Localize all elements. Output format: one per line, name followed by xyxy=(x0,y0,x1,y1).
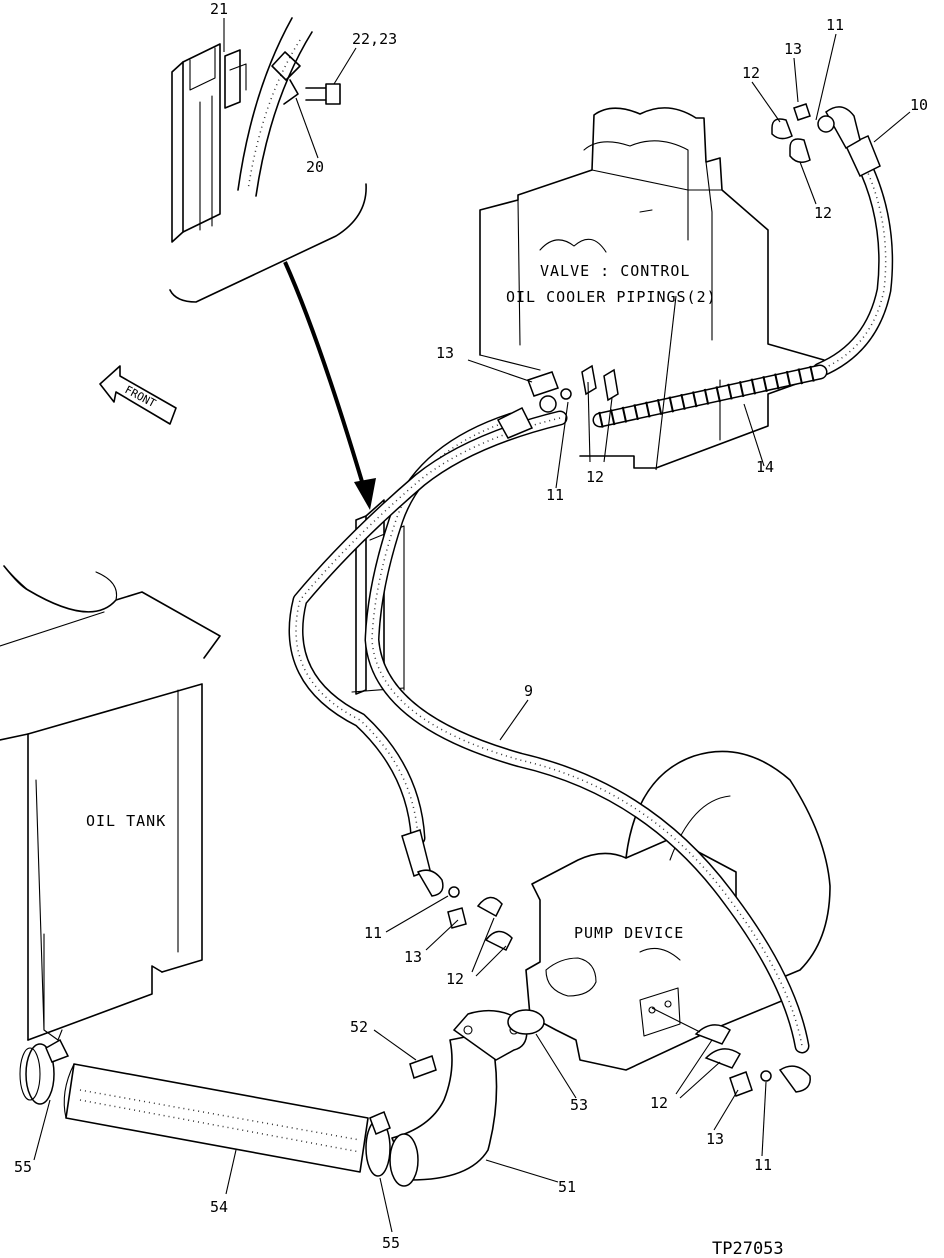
oring-11-bottom-icon xyxy=(760,1070,772,1082)
callout-11-top: 11 xyxy=(826,16,844,34)
callout-13-left: 13 xyxy=(404,948,422,966)
elbow-51 xyxy=(389,1009,528,1187)
callout-55-bottom: 55 xyxy=(382,1234,400,1252)
flange-12-bottom-icon xyxy=(694,1024,731,1045)
oil-tank-label: OIL TANK xyxy=(86,812,166,830)
bolt-52-icon xyxy=(409,1055,437,1079)
callout-12-left: 12 xyxy=(446,970,464,988)
flange-valve-icon xyxy=(539,395,557,413)
clamp-20-icon xyxy=(271,51,301,81)
pump-device-label: PUMP DEVICE xyxy=(574,924,684,942)
callout-20: 20 xyxy=(306,158,324,176)
hose-return xyxy=(288,410,568,846)
valve-label-line2: OIL COOLER PIPINGS(2) xyxy=(506,288,717,306)
detail-arrow-icon xyxy=(283,261,368,496)
callout-55-left: 55 xyxy=(14,1158,32,1176)
callout-22-23: 22,23 xyxy=(352,30,397,48)
callout-54: 54 xyxy=(210,1198,228,1216)
detail-inset xyxy=(169,17,367,303)
pump-device xyxy=(525,750,831,1071)
bolt-13-mid-icon xyxy=(527,371,559,397)
hose-clamp-55-left xyxy=(19,1038,70,1105)
callout-13-mid: 13 xyxy=(436,344,454,362)
callout-12-mid: 12 xyxy=(586,468,604,486)
callout-12-bottom: 12 xyxy=(650,1094,668,1112)
hose-clamp-55-right xyxy=(365,1111,391,1177)
detail-arrowhead-icon xyxy=(354,478,376,510)
bolt-13-top-icon xyxy=(793,103,811,121)
oring-11-top-icon xyxy=(817,115,835,133)
bolt-13-bottom-icon xyxy=(729,1071,753,1097)
fitting-pump-icon xyxy=(778,1065,811,1093)
flange-top-icon xyxy=(771,118,793,140)
callout-11-mid: 11 xyxy=(546,486,564,504)
flange-half-icon xyxy=(581,364,597,396)
callout-53: 53 xyxy=(570,1096,588,1114)
suction-hose-54 xyxy=(63,1063,369,1173)
hose-14-sleeve xyxy=(592,364,828,428)
bolt-13-left-icon xyxy=(447,907,467,929)
bracket-21-icon xyxy=(224,49,241,109)
callout-9: 9 xyxy=(524,682,533,700)
callout-11-bottom: 11 xyxy=(754,1156,772,1174)
drawing-number: TP27053 xyxy=(712,1239,784,1258)
bolt-22-icon xyxy=(305,83,341,105)
callout-13-top: 13 xyxy=(784,40,802,58)
leader-lines xyxy=(33,18,911,1233)
fitting-valve-left-icon xyxy=(496,406,534,439)
oring-11-left-icon xyxy=(448,886,460,898)
front-arrow-icon: FRONT xyxy=(99,365,177,425)
callout-11-left: 11 xyxy=(364,924,382,942)
flange-12-left-icon xyxy=(476,896,503,918)
callout-14: 14 xyxy=(756,458,774,476)
hose-9 xyxy=(364,412,810,1054)
callout-10: 10 xyxy=(910,96,928,114)
callout-12-top-right: 12 xyxy=(814,204,832,222)
callout-13-bottom: 13 xyxy=(706,1130,724,1148)
callout-52: 52 xyxy=(350,1018,368,1036)
valve-label-line1: VALVE : CONTROL xyxy=(540,262,690,280)
hose-10 xyxy=(812,106,894,378)
callout-51: 51 xyxy=(558,1178,576,1196)
callout-21: 21 xyxy=(210,0,228,18)
oil-tank xyxy=(0,565,221,1041)
callout-12-top: 12 xyxy=(742,64,760,82)
oring-53-icon xyxy=(507,1009,545,1035)
